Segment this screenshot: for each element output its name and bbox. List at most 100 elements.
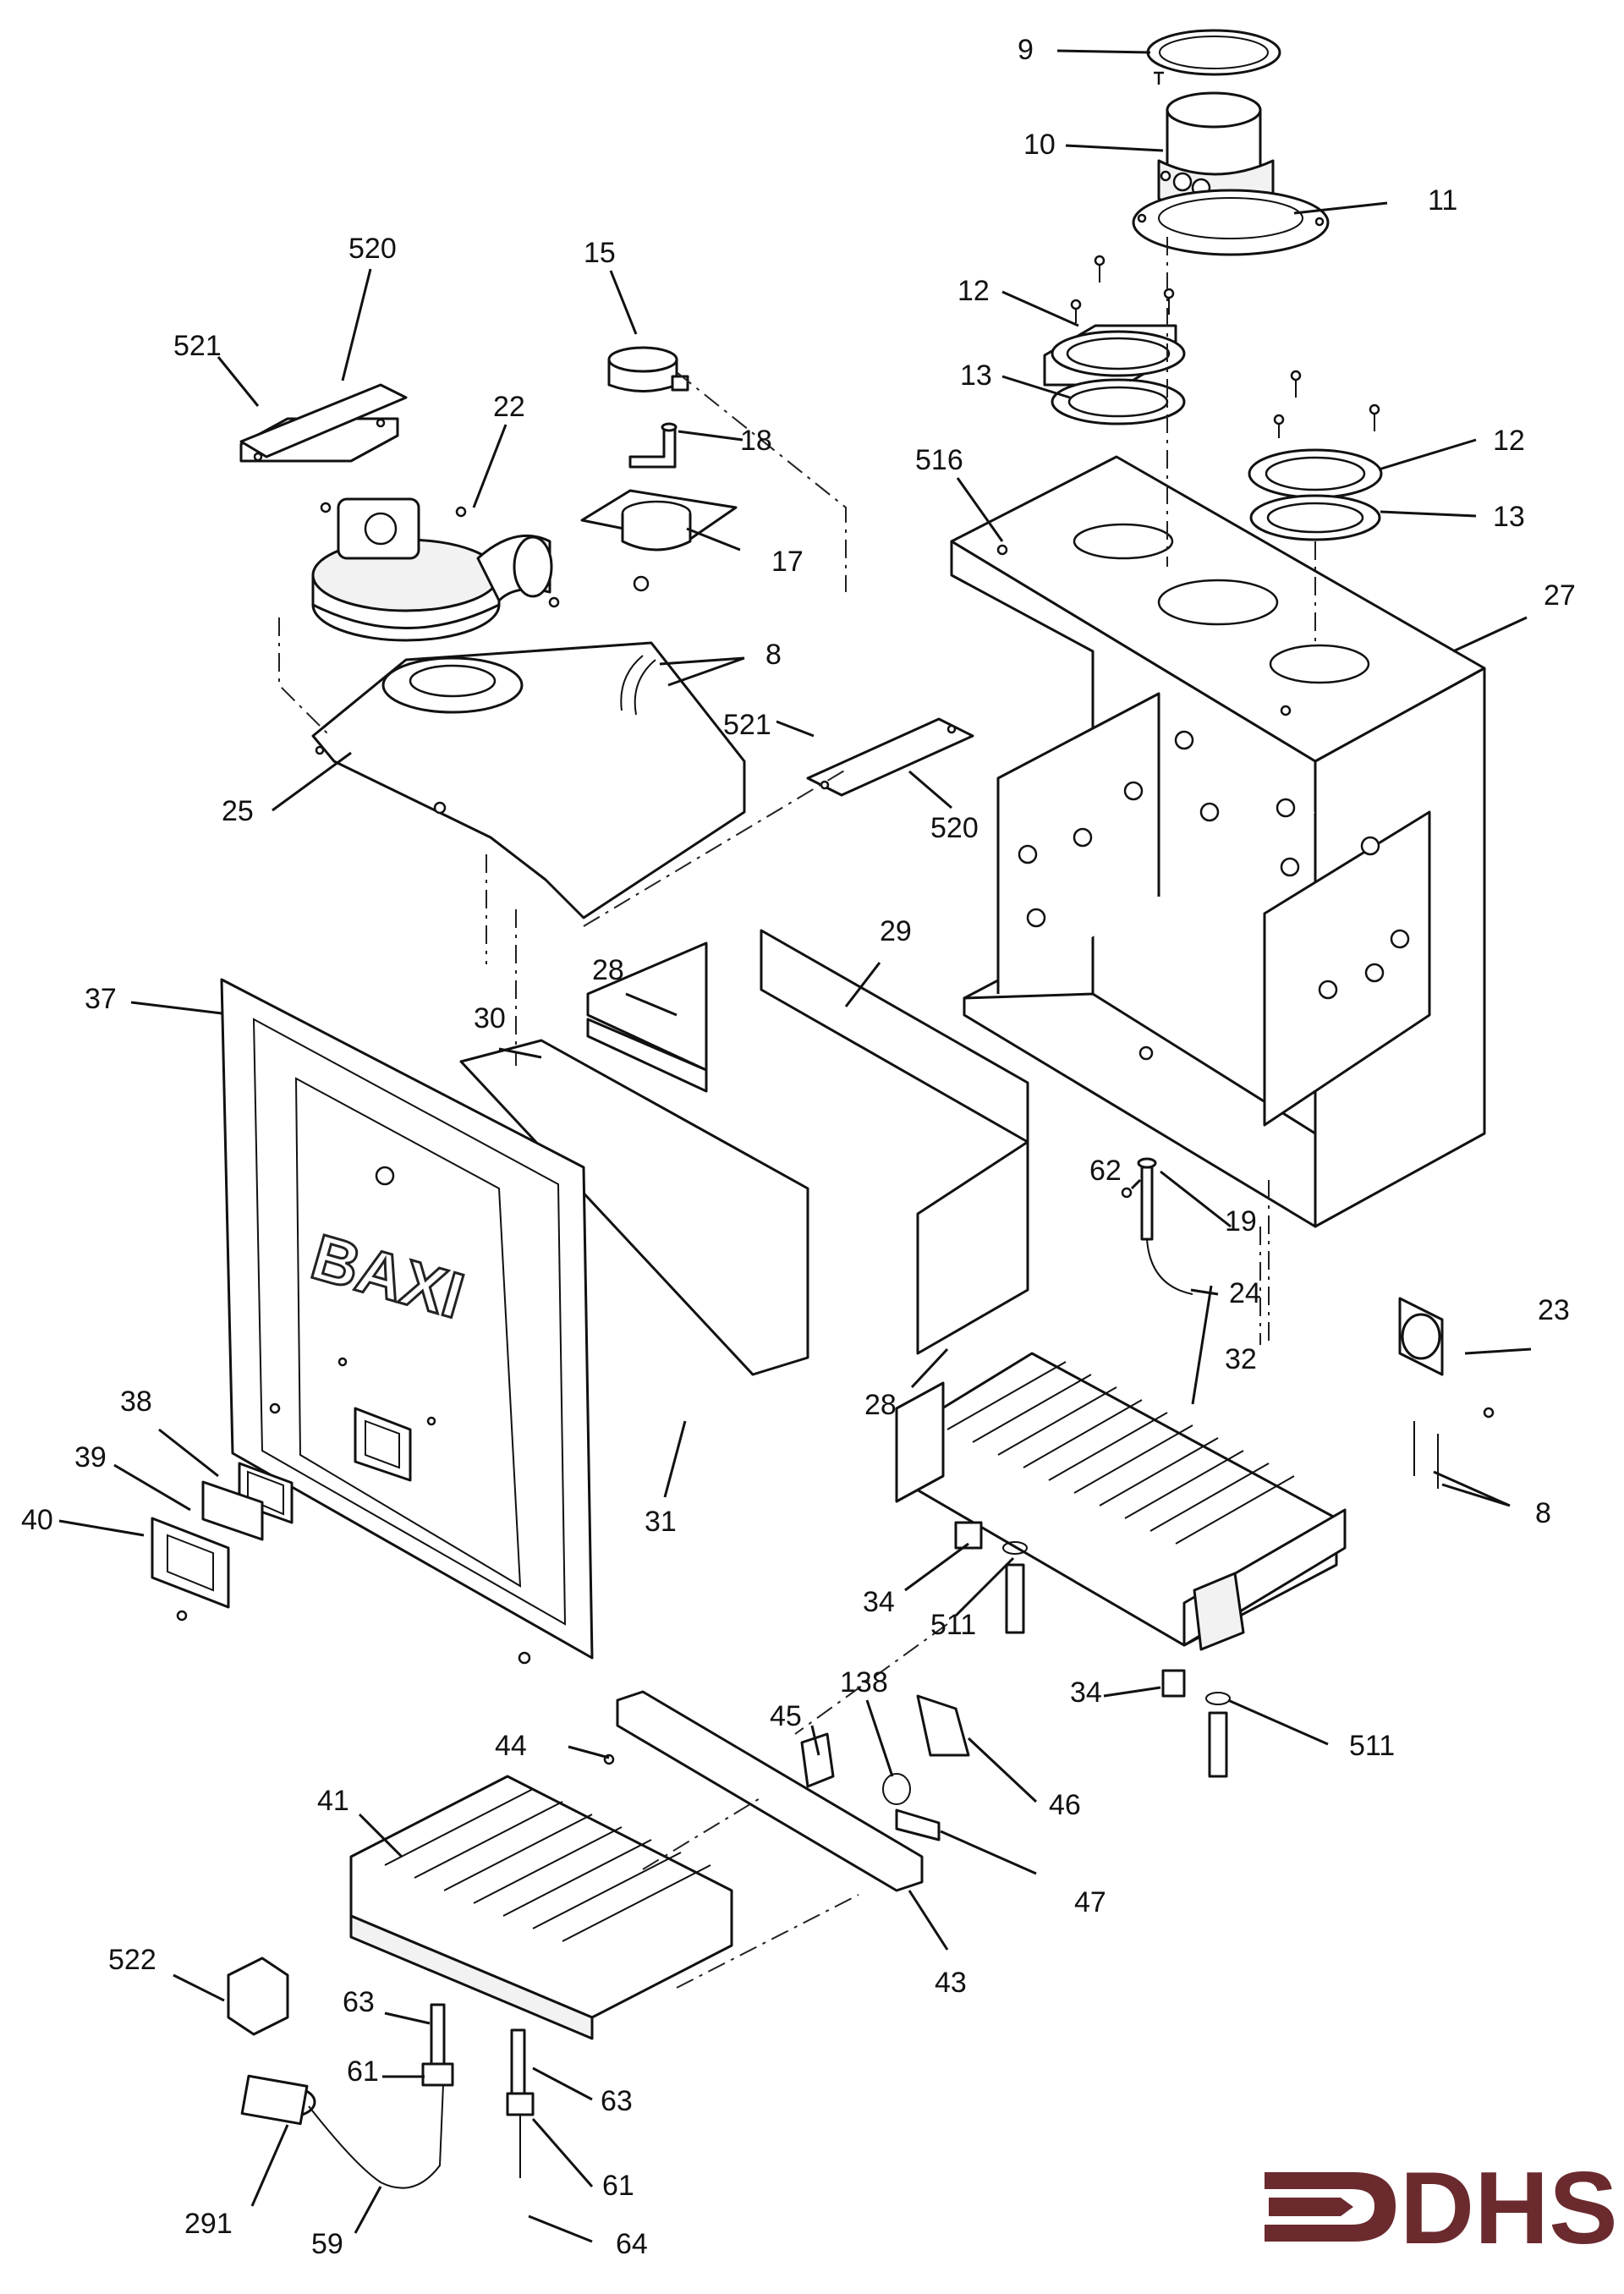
manifold-parts [800, 1694, 970, 1841]
flange-gasket-top-left [1051, 378, 1186, 425]
callout-29: 29 [880, 915, 912, 947]
callout-8: 8 [1535, 1497, 1551, 1529]
dhs-logo-text: DHS [1400, 2150, 1618, 2265]
callout-28: 28 [864, 1389, 897, 1421]
insulation-panel-28-top [586, 941, 708, 1093]
spark-generator [240, 2074, 316, 2126]
callout-62: 62 [1089, 1155, 1122, 1187]
dhs-logo-arrow-icon [1265, 2172, 1396, 2242]
callout-12: 12 [1493, 425, 1525, 457]
callout-511: 511 [1349, 1730, 1395, 1762]
callout-38: 38 [120, 1386, 152, 1418]
callout-40: 40 [21, 1504, 53, 1536]
callout-520: 520 [348, 233, 397, 265]
callout-18: 18 [740, 425, 772, 457]
insulation-panel-30 [459, 1039, 809, 1376]
callout-59: 59 [311, 2228, 343, 2260]
callout-leaders [58, 49, 1532, 2243]
callout-521: 521 [723, 709, 771, 741]
front-panel: BAXI [220, 978, 594, 1665]
flange-plate-top-right [1248, 448, 1383, 499]
callout-291: 291 [184, 2208, 233, 2240]
insulation-panel-29 [760, 929, 1029, 1144]
assembly-line-11 [278, 617, 331, 737]
cover-plate-right [806, 717, 974, 797]
callout-19: 19 [1225, 1205, 1257, 1238]
callout-61: 61 [347, 2055, 379, 2088]
flue-seal-ring [1146, 29, 1281, 76]
flue-hood-plate [580, 489, 738, 592]
callout-34: 34 [863, 1586, 895, 1618]
callout-28: 28 [592, 954, 624, 986]
cover-plate-top [239, 383, 408, 458]
callout-520: 520 [930, 812, 979, 844]
callout-17: 17 [771, 546, 804, 578]
callout-41: 41 [317, 1785, 349, 1817]
callout-516: 516 [915, 444, 963, 476]
callout-30: 30 [474, 1002, 506, 1034]
callout-63: 63 [601, 2085, 633, 2117]
callout-8: 8 [765, 639, 782, 671]
insulation-panel-28-bottom [916, 1140, 1029, 1355]
o-rings [1002, 1541, 1231, 1705]
callout-64: 64 [616, 2228, 648, 2260]
callout-23: 23 [1538, 1294, 1570, 1326]
injector-manifold [603, 1690, 924, 1892]
assembly-line-1 [676, 371, 847, 592]
fan-unit [311, 497, 560, 642]
callout-10: 10 [1023, 129, 1056, 161]
flange-screws-top-left [1070, 255, 1175, 323]
callout-39: 39 [74, 1441, 107, 1474]
callout-27: 27 [1544, 579, 1576, 612]
flue-clamp [607, 346, 689, 392]
callout-37: 37 [85, 983, 117, 1015]
sensing-elbow [628, 422, 678, 469]
callout-61: 61 [602, 2170, 634, 2202]
combustion-chamber-casing [950, 455, 1486, 1228]
water-pipes [1005, 1563, 1228, 1778]
callout-31: 31 [645, 1506, 677, 1538]
fan-mounting-hood [311, 641, 746, 919]
assembly-line-9 [642, 1797, 762, 1870]
callout-521: 521 [173, 330, 222, 362]
pipe-clips [954, 1521, 1186, 1698]
dhs-logo: DHS [1265, 2150, 1618, 2265]
flange-plate-top-left [1043, 324, 1186, 387]
callout-11: 11 [1428, 184, 1457, 217]
flange-gasket-top-right [1249, 494, 1381, 541]
electrode-assembly [1121, 1157, 1193, 1295]
flange-screws-top-right [1273, 370, 1380, 438]
callout-138: 138 [840, 1666, 888, 1699]
flue-screw [1154, 71, 1164, 85]
callout-46: 46 [1049, 1789, 1081, 1821]
fan-hoses [620, 655, 656, 716]
callout-34: 34 [1070, 1677, 1102, 1709]
callout-24: 24 [1229, 1277, 1261, 1309]
electrodes [421, 2003, 535, 2178]
callout-12: 12 [957, 275, 990, 307]
callout-47: 47 [1074, 1886, 1106, 1918]
callout-15: 15 [584, 237, 616, 269]
callout-13: 13 [1493, 501, 1525, 533]
callout-22: 22 [493, 391, 525, 423]
callout-45: 45 [770, 1700, 802, 1732]
air-pressure-switch [1398, 1297, 1495, 1489]
callout-43: 43 [935, 1967, 967, 1999]
callout-522: 522 [108, 1944, 156, 1976]
callout-13: 13 [960, 359, 992, 392]
assembly-line-10 [676, 1894, 859, 1989]
callout-63: 63 [343, 1986, 375, 2018]
callout-32: 32 [1225, 1343, 1257, 1375]
flue-gasket [1132, 189, 1330, 256]
spark-generator-bracket [227, 1956, 289, 2036]
callout-25: 25 [222, 795, 254, 827]
callout-44: 44 [495, 1730, 527, 1762]
burner [349, 1775, 733, 2040]
callout-9: 9 [1018, 34, 1034, 66]
assembly-line-8 [794, 1623, 948, 1735]
ignition-leads [308, 2063, 445, 2189]
assembly-line-2 [583, 769, 847, 927]
callout-511: 511 [930, 1609, 976, 1641]
heat-exchanger [895, 1352, 1347, 1651]
